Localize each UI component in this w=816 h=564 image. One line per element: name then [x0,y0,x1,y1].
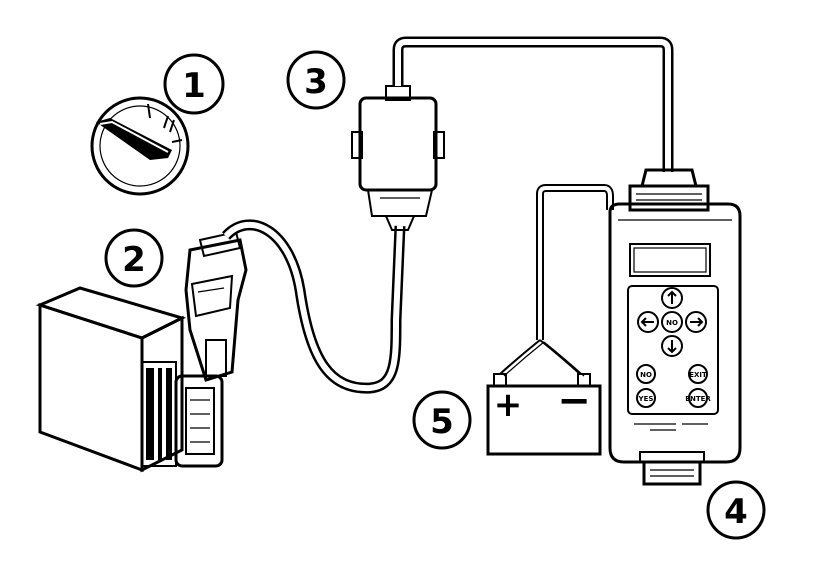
callout-2: 2 [104,228,164,288]
callout-1: 1 [163,53,225,115]
callout-4-label: 4 [724,492,748,532]
callout-5-label: 5 [430,402,454,442]
battery-minus-symbol: − [557,378,591,424]
svg-text:YES: YES [638,395,654,403]
svg-text:NO: NO [640,371,652,379]
cable-unit-to-adapter [221,219,406,394]
battery-plus-symbol: + [494,385,523,425]
control-unit-icon [35,230,248,473]
cable-adapter-to-tester [392,36,674,172]
callout-1-label: 1 [182,66,206,106]
callout-5: 5 [412,390,472,450]
ignition-switch-icon [90,96,190,196]
callout-3: 3 [286,50,346,110]
battery-icon: + − [486,373,602,456]
tester-key-yes: YES [636,388,656,408]
tester-icon: NO NO YES EXIT ENTER [608,168,742,486]
svg-text:EXIT: EXIT [689,371,707,379]
adapter-icon [351,85,445,231]
callout-3-label: 3 [304,62,328,102]
tester-key-enter: ENTER [685,388,711,408]
tester-key-no: NO [636,364,656,384]
callout-2-label: 2 [122,240,146,280]
battery-lead [536,184,614,340]
tester-key-exit: EXIT [688,364,708,384]
callout-4: 4 [706,480,766,540]
svg-text:NO: NO [666,319,678,327]
svg-text:ENTER: ENTER [685,395,711,403]
